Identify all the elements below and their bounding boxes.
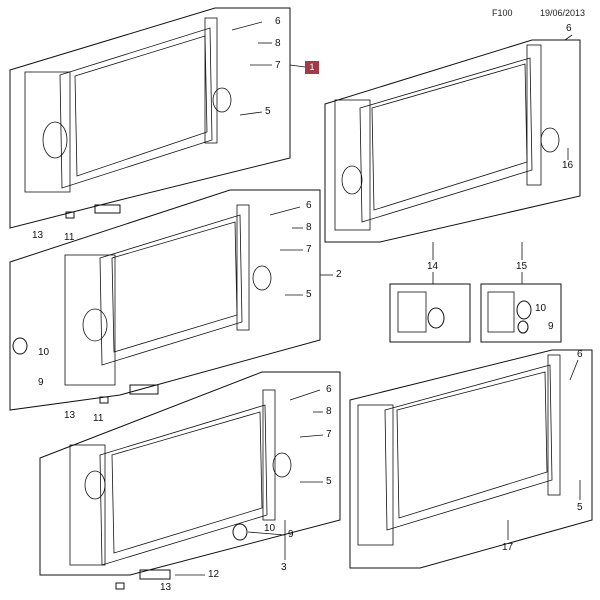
callout-5[interactable]: 5 [265,106,271,117]
callout-3[interactable]: 3 [281,562,287,573]
radiator-2 [64,204,272,386]
callout-11[interactable]: 11 [93,413,104,424]
callout-10[interactable]: 10 [535,303,547,314]
callout-7[interactable]: 7 [306,244,312,255]
callout-6[interactable]: 6 [326,384,332,395]
callout-9[interactable]: 9 [38,377,44,388]
callout-5[interactable]: 5 [577,502,583,513]
panel-frame-5 [349,349,593,569]
callout-6[interactable]: 6 [577,349,583,360]
detail-box-14 [389,283,471,343]
detail-box-15 [480,283,562,343]
callout-8[interactable]: 8 [326,406,332,417]
panel-frame-2 [9,189,321,411]
callout-8[interactable]: 8 [275,38,281,49]
callout-12[interactable]: 12 [208,569,220,580]
callout-8[interactable]: 8 [306,222,312,233]
callout-5[interactable]: 5 [306,289,312,300]
callout-2[interactable]: 2 [336,269,342,280]
callout-7[interactable]: 7 [326,429,332,440]
callout-6[interactable]: 6 [566,23,572,34]
callout-9[interactable]: 9 [548,321,554,332]
diagram-date: 19/06/2013 [540,8,586,18]
callout-13[interactable]: 13 [32,230,44,241]
callout-6[interactable]: 6 [275,16,281,27]
callout-5[interactable]: 5 [326,476,332,487]
radiator-3 [69,389,292,566]
callout-13[interactable]: 13 [160,582,172,593]
callout-16[interactable]: 16 [562,160,574,171]
callout-7[interactable]: 7 [275,60,281,71]
callout-15[interactable]: 15 [516,261,528,272]
panel-frame-4 [324,39,581,243]
callout-11[interactable]: 11 [64,232,75,243]
diagram-code: F100 [492,8,513,18]
assembly-badge[interactable]: 1 [305,61,319,74]
radiator-5 [357,354,561,546]
callout-9[interactable]: 9 [288,529,294,540]
radiator-1 [24,17,232,193]
callout-17[interactable]: 17 [502,542,514,553]
callout-10[interactable]: 10 [264,523,276,534]
callout-13[interactable]: 13 [64,410,76,421]
callout-6[interactable]: 6 [306,200,312,211]
radiator-4 [334,44,560,231]
panel-frame-3 [39,371,341,576]
callout-10[interactable]: 10 [38,347,50,358]
callout-14[interactable]: 14 [427,261,439,272]
panel-frame-1 [9,7,291,229]
